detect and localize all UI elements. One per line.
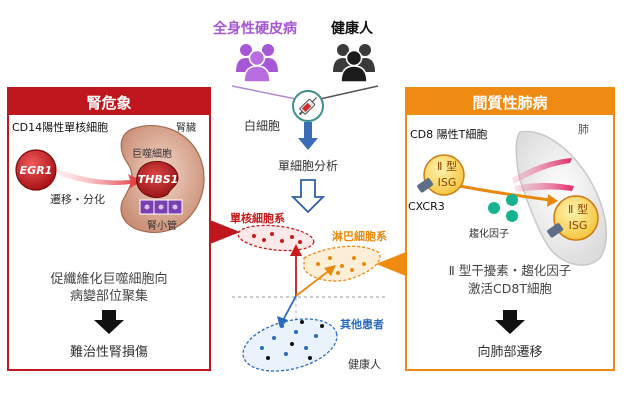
healthy-center-label: 健康人 [348, 357, 381, 371]
monocyte-label: 單核細胞系 [230, 211, 285, 225]
left-description-line1: 促纖維化巨噬細胞向 [50, 271, 167, 287]
blood-draw-icon [292, 90, 324, 122]
lymphocyte-dots [316, 256, 366, 275]
thbs1-label: THBS1 [138, 173, 179, 186]
isg-cell-left-icon [417, 154, 465, 196]
migrate-label: 遷移・分化 [50, 192, 105, 206]
right-panel-title: 間質性肺病 [472, 94, 547, 112]
monocyte-dots [252, 232, 302, 244]
cd8-label: CD8 陽性T細胞 [410, 127, 487, 141]
healthy-group-icon [333, 44, 375, 83]
other-patients-label: 其他患者 [340, 317, 384, 331]
right-result-label: 向肺部遷移 [477, 344, 542, 360]
left-result-arrow [94, 310, 124, 334]
white-cells-label: 白細胞 [244, 118, 280, 133]
isg-cell-right-icon [547, 195, 599, 241]
isg-right-type: Ⅱ 型 [568, 202, 588, 216]
chemokine-icon [488, 194, 518, 222]
other-cluster [242, 318, 338, 372]
healthy-top-label: 健康人 [331, 20, 374, 37]
egr1-label: EGR1 [20, 164, 53, 177]
lymphocyte-label: 淋巴細胞系 [332, 229, 387, 243]
right-connector-tab [376, 252, 406, 276]
other-patient-dots [260, 324, 318, 356]
migration-arrow [56, 168, 142, 189]
isg-left-type: Ⅱ 型 [437, 159, 457, 173]
chemokine-label: 趨化因子 [469, 227, 509, 240]
monocyte-pointer-head [290, 244, 302, 256]
hollow-down-arrow [290, 179, 326, 214]
patients-label: 全身性硬皮病 [212, 20, 297, 37]
healthy-dots [266, 320, 324, 360]
right-description-line1: Ⅱ 型干擾素・趨化因子 [449, 263, 572, 278]
monocyte-cluster [237, 224, 315, 252]
thbs1-macrophage-icon [136, 161, 179, 198]
kidney-label: 腎臟 [176, 121, 196, 134]
macrophage-label: 巨噬細胞 [132, 147, 172, 160]
patient-group-icon [236, 44, 278, 83]
lymphocyte-pointer-arrow [295, 269, 331, 297]
isg-arrow-head [547, 194, 558, 207]
right-description-line2: 激活CD8T細胞 [468, 281, 552, 296]
lymphocyte-cluster [303, 245, 381, 282]
healthy-connector [319, 85, 379, 100]
right-result-arrow [495, 310, 525, 334]
left-description-line2: 病變部位聚集 [70, 288, 148, 304]
single-cell-analysis-label: 單細胞分析 [278, 159, 338, 173]
other-pointer-arrow [281, 295, 297, 323]
tubule-cells-icon [139, 199, 183, 215]
other-pointer-head [277, 316, 288, 328]
isg-right-label: ISG [569, 219, 588, 232]
left-result-label: 難治性腎損傷 [70, 345, 148, 360]
patient-connector [231, 85, 297, 100]
left-connector-tab [210, 220, 240, 244]
lung-flow-icon [512, 158, 574, 192]
left-panel-title: 腎危象 [86, 94, 131, 112]
isg-left-label: ISG [438, 176, 457, 189]
lung-label: 肺 [578, 123, 589, 136]
cd14-label: CD14陽性單核細胞 [12, 120, 108, 134]
cxcr3-label: CXCR3 [408, 200, 445, 213]
tubule-label: 腎小管 [147, 219, 177, 232]
lymphocyte-pointer-head [324, 265, 336, 276]
center-down-arrow [298, 122, 318, 150]
isg-migration-arrow [459, 184, 551, 202]
